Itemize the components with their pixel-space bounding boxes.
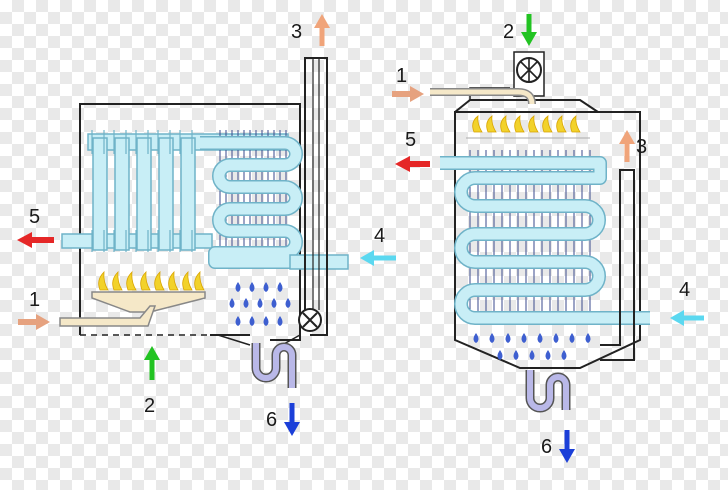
- left-exhaust-arrow: [314, 14, 330, 46]
- left-fuel-arrow: [18, 314, 50, 330]
- right-flames: [472, 115, 581, 133]
- left-hot-water-arrow: [17, 232, 54, 248]
- left-flames: [98, 270, 205, 291]
- right-heater: [430, 51, 650, 413]
- left-condensate-drops: [229, 282, 291, 326]
- right-exhaust-arrow: [619, 130, 635, 162]
- right-condensate-drops: [473, 333, 591, 360]
- left-air-arrow: [144, 346, 160, 380]
- left-label-3: 3: [291, 21, 302, 43]
- right-cold-water-arrow: [670, 310, 704, 326]
- right-housing: [454, 111, 641, 369]
- left-label-1: 1: [29, 289, 40, 311]
- right-label-6: 6: [541, 436, 552, 458]
- right-flue-pipe: [600, 169, 635, 361]
- left-burner: [59, 270, 206, 327]
- right-label-2: 2: [503, 21, 514, 43]
- left-condensate-arrow: [284, 403, 300, 436]
- left-fan-icon: [298, 308, 322, 332]
- right-label-4: 4: [679, 279, 690, 301]
- right-label-1: 1: [396, 65, 407, 87]
- left-heater: [59, 57, 349, 388]
- right-hot-water-arrow: [395, 156, 430, 172]
- right-heat-exchanger-coil: [440, 156, 650, 325]
- left-label-2: 2: [144, 395, 155, 417]
- left-condensing-coil: [200, 130, 349, 270]
- left-label-4: 4: [374, 225, 385, 247]
- left-primary-heat-exchanger: [61, 130, 289, 252]
- left-condensate-funnel: [210, 334, 301, 341]
- right-label-3: 3: [636, 136, 647, 158]
- right-label-5: 5: [405, 129, 416, 151]
- left-cold-water-arrow: [360, 250, 396, 266]
- right-air-arrow: [521, 14, 537, 46]
- right-fuel-arrow: [392, 86, 424, 102]
- left-flue-pipe: [304, 57, 328, 336]
- left-label-5: 5: [29, 206, 40, 228]
- left-label-6: 6: [266, 409, 277, 431]
- right-condensate-arrow: [559, 430, 575, 463]
- left-housing: [79, 103, 301, 335]
